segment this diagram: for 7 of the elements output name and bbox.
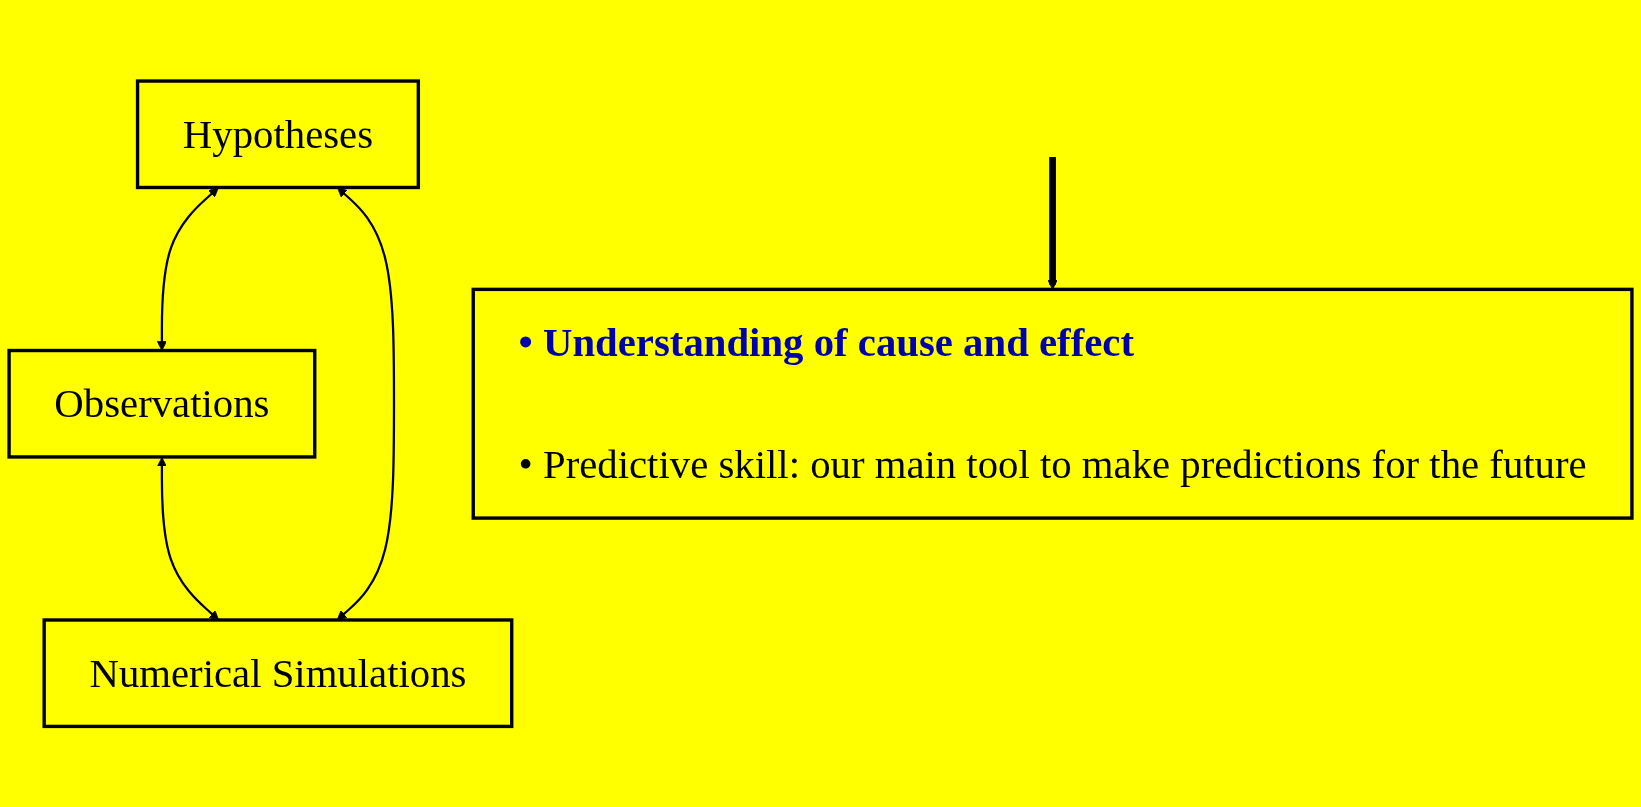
node-box: [42, 618, 514, 728]
node-box: [135, 79, 421, 189]
arrow: [156, 187, 219, 351]
node-box: [471, 287, 1634, 520]
node-box: [7, 348, 317, 459]
diagram-drawing: Hypotheses Observations Numerical Simulations • Understanding of cause and effect • Predictive skill: our main tool to make predictions for the future: [0, 71, 1641, 736]
arrow: [1047, 156, 1058, 290]
